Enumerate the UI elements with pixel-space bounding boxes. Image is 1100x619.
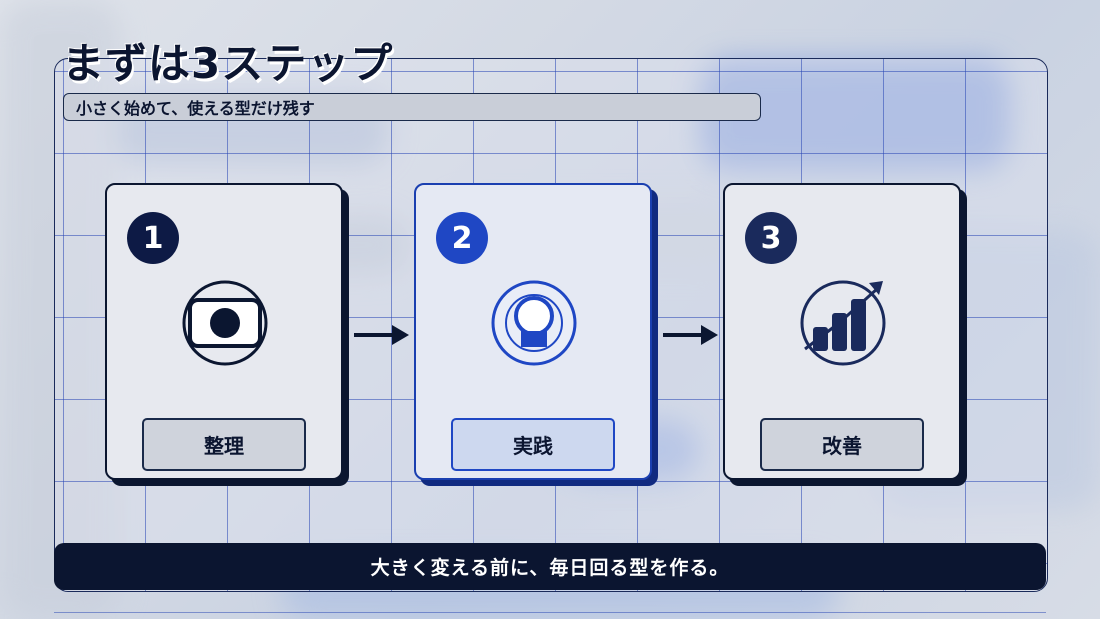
step-card-2: 2 実践 xyxy=(414,183,652,480)
step-label: 整理 xyxy=(204,434,244,458)
arrow-right-icon xyxy=(354,325,409,345)
step-card-1: 1 整理 xyxy=(105,183,343,480)
window-dot-icon xyxy=(181,279,269,367)
step-label: 実践 xyxy=(513,434,553,458)
step-label-box: 整理 xyxy=(142,418,306,471)
step-label: 改善 xyxy=(822,434,862,458)
step-label-box: 改善 xyxy=(760,418,924,471)
footer-banner: 大きく変える前に、毎日回る型を作る。 xyxy=(54,543,1046,590)
footer-text: 大きく変える前に、毎日回る型を作る。 xyxy=(370,557,730,579)
bottom-divider xyxy=(54,612,1046,613)
step-card-3: 3 改善 xyxy=(723,183,961,480)
step-number-badge: 2 xyxy=(436,212,488,264)
lightbulb-icon xyxy=(490,279,578,367)
step-label-box: 実践 xyxy=(451,418,615,471)
subtitle-bar: 小さく始めて、使える型だけ残す xyxy=(63,93,761,121)
subtitle-text: 小さく始めて、使える型だけ残す xyxy=(76,99,315,118)
growth-chart-icon xyxy=(799,279,887,367)
step-number-badge: 3 xyxy=(745,212,797,264)
arrow-right-icon xyxy=(663,325,718,345)
page-title: まずは3ステップ xyxy=(62,39,394,88)
step-number-badge: 1 xyxy=(127,212,179,264)
